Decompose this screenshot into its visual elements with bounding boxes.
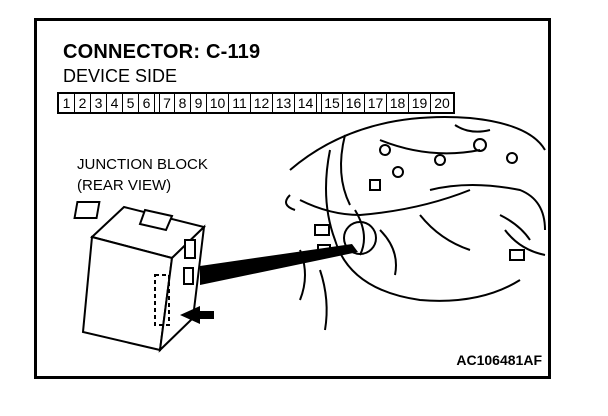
figure-code: AC106481AF <box>456 352 542 368</box>
pin-9: 9 <box>191 94 207 112</box>
pin-11: 11 <box>229 94 251 112</box>
pin-14: 14 <box>295 94 317 112</box>
junction-block-label: JUNCTION BLOCK <box>77 156 208 173</box>
pin-16: 16 <box>343 94 365 112</box>
junction-block-illustration <box>73 201 206 353</box>
arrow-icon <box>180 306 214 324</box>
pin-12: 12 <box>251 94 273 112</box>
connector-slot <box>154 274 170 326</box>
dashboard-wiring-illustration <box>285 116 546 331</box>
pin-20: 20 <box>434 95 450 111</box>
connector-title: CONNECTOR: C-119 <box>63 41 261 63</box>
pin-19: 19 <box>409 94 431 112</box>
pin-6: 6 <box>139 94 155 112</box>
pin-7: 7 <box>159 94 175 112</box>
pin-4: 4 <box>107 94 123 112</box>
pin-10: 10 <box>207 94 229 112</box>
pin-18: 18 <box>387 94 409 112</box>
device-side-label: DEVICE SIDE <box>63 66 178 86</box>
pin-17: 17 <box>365 94 387 112</box>
pin-13: 13 <box>273 94 295 112</box>
pin-8: 8 <box>175 94 191 112</box>
pin-1: 1 <box>59 94 75 112</box>
rear-view-label: (REAR VIEW) <box>77 177 172 194</box>
pin-2: 2 <box>75 94 91 112</box>
pin-5: 5 <box>123 94 139 112</box>
connector-pin-strip: 1 2 3 4 5 6 7 8 9 10 11 12 13 14 15 16 1… <box>57 92 455 114</box>
pointer-wedge <box>200 244 358 285</box>
pin-15: 15 <box>321 94 343 112</box>
pin-3: 3 <box>91 94 107 112</box>
